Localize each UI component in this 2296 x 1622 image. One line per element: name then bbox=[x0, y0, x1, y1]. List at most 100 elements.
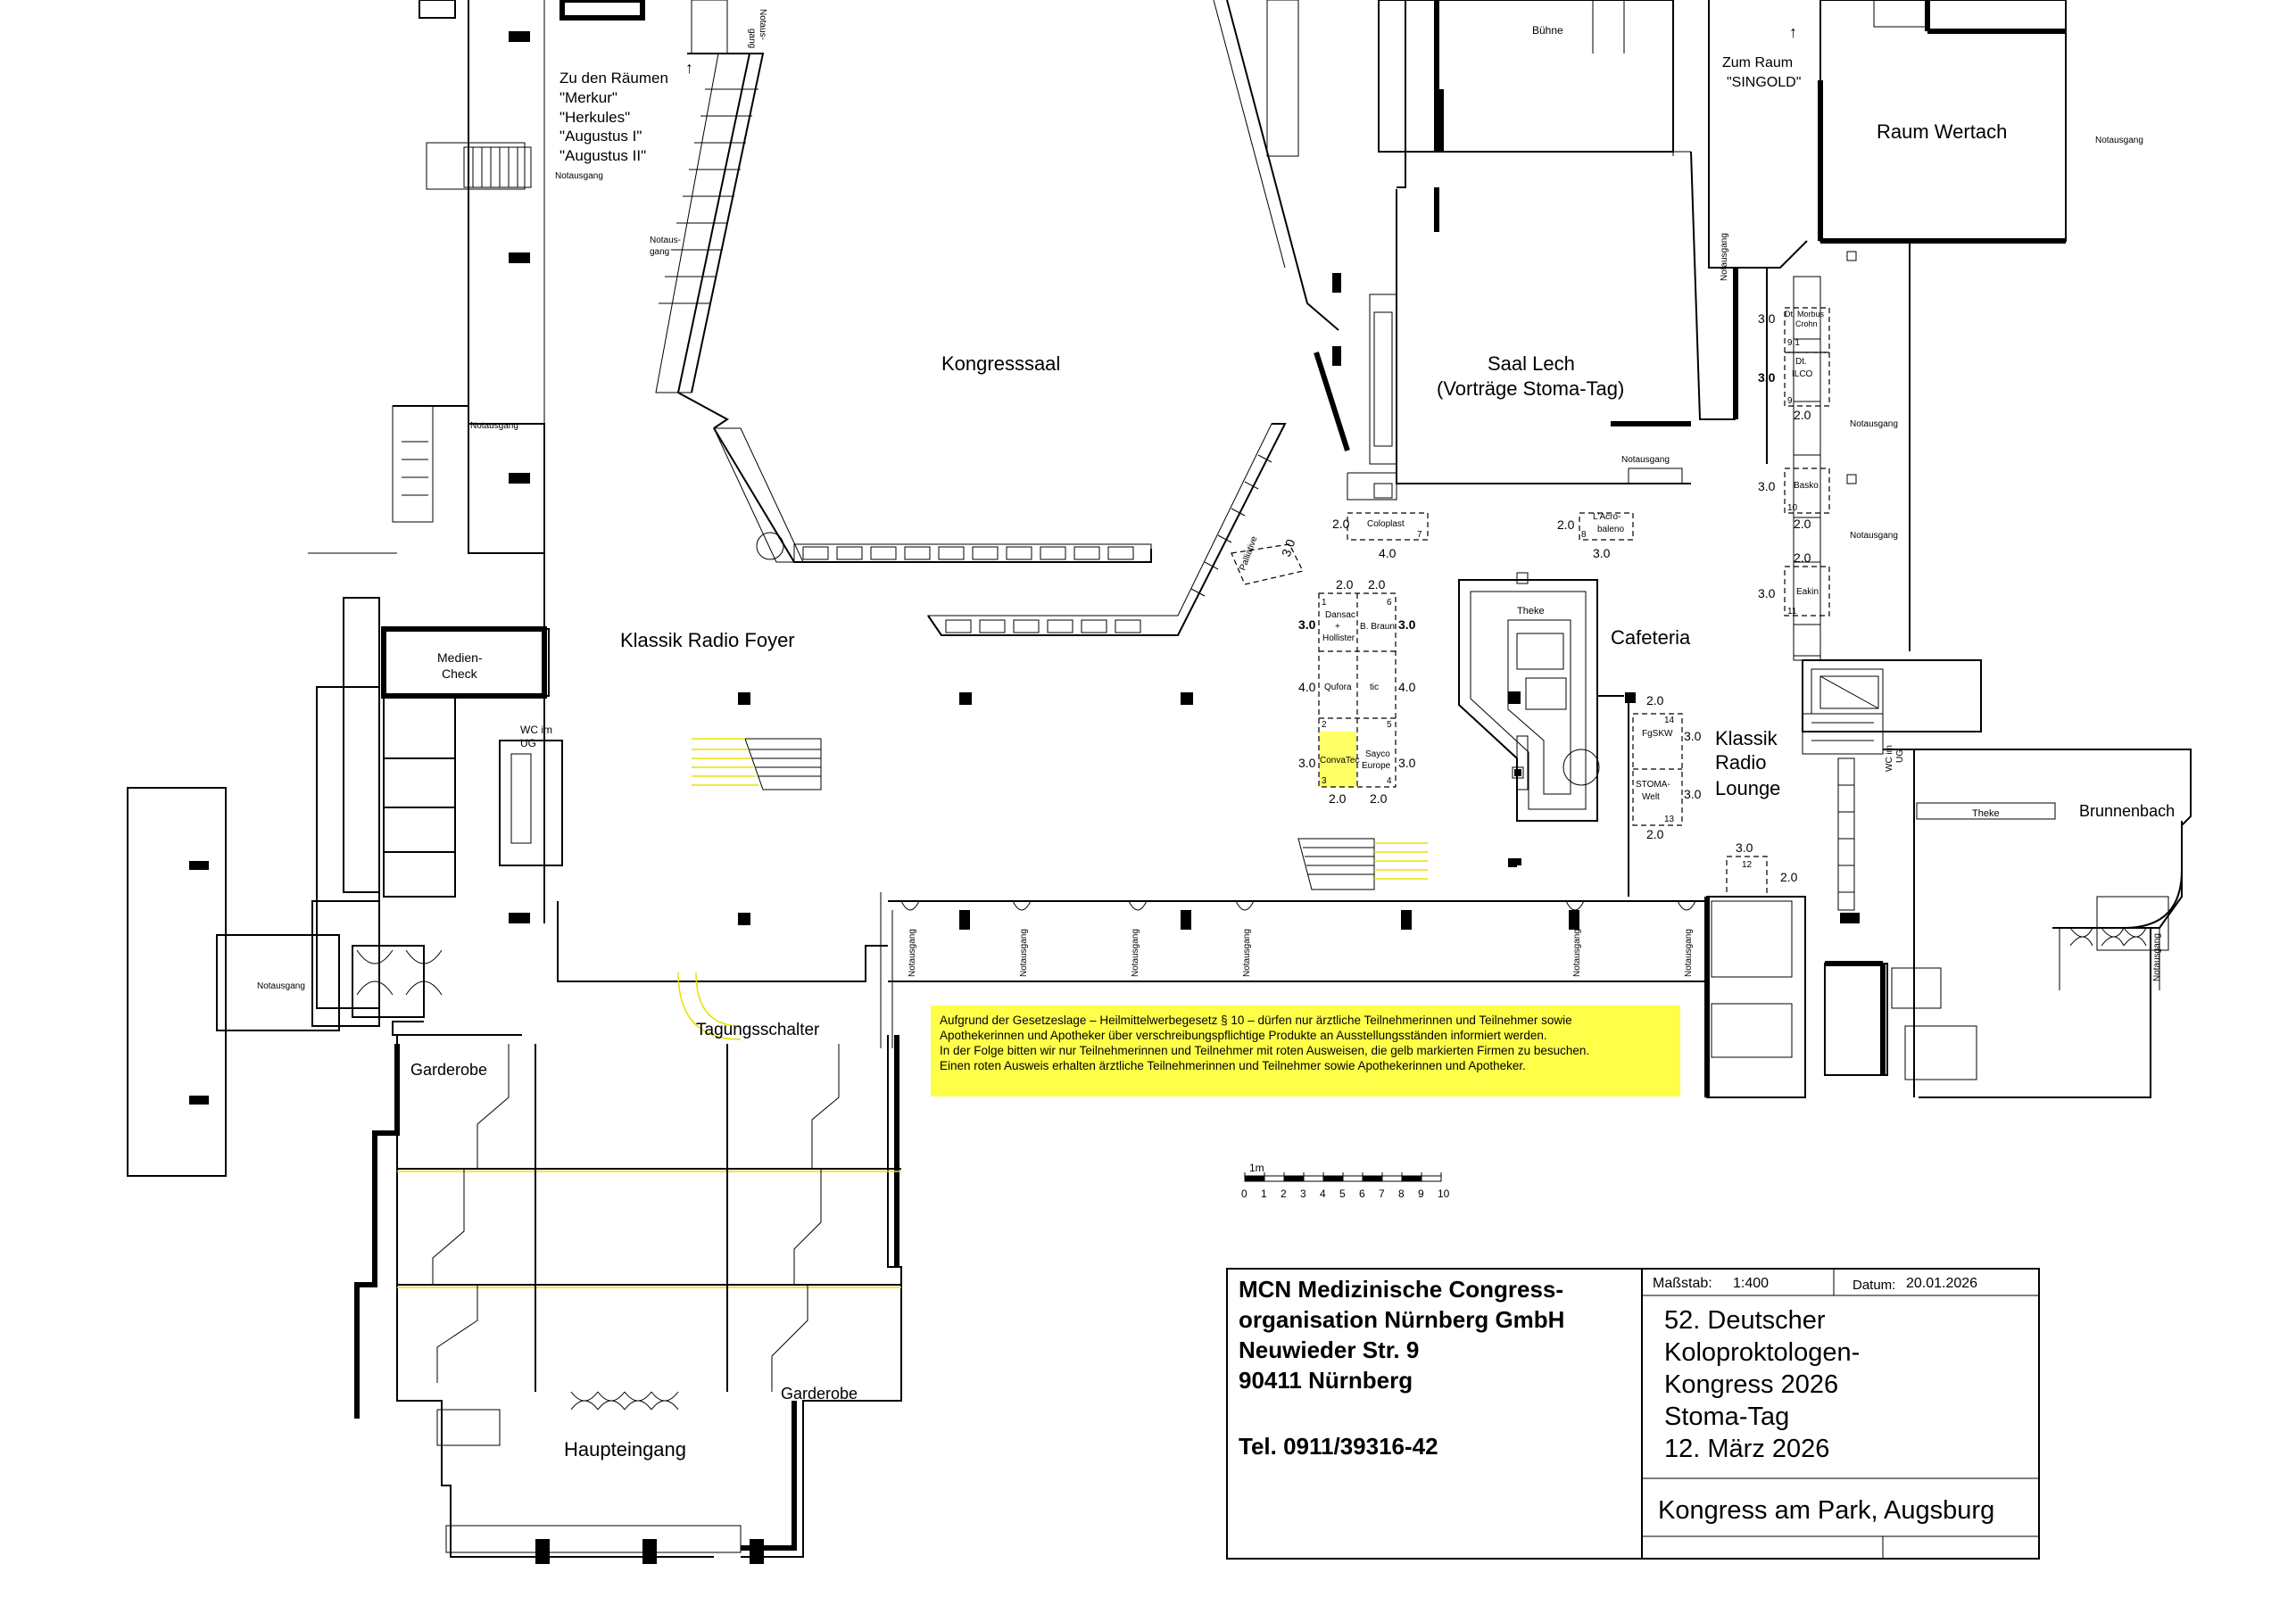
dim: 3.0 bbox=[1758, 370, 1776, 385]
booth-dt-ilco-1: Dt. bbox=[1795, 357, 1807, 367]
dim: 2.0 bbox=[1646, 693, 1664, 708]
scale-tick-label: 4 bbox=[1320, 1188, 1326, 1200]
booth-stoma-welt-1: STOMA- bbox=[1636, 780, 1670, 790]
label-theke-cafeteria: Theke bbox=[1517, 606, 1545, 617]
label-klassik-radio-foyer: Klassik Radio Foyer bbox=[620, 629, 795, 651]
title-block-venue: Kongress am Park, Augsburg bbox=[1658, 1496, 1995, 1525]
building-walls bbox=[127, 0, 1521, 1177]
booth-dt-ilco-2: ILCO bbox=[1792, 369, 1813, 379]
booth-number: 13 bbox=[1664, 815, 1675, 824]
dim: 3.0 bbox=[1279, 537, 1298, 559]
title-block-phone: Tel. 0911/39316-42 bbox=[1239, 1433, 1438, 1460]
scale-tick-label: 5 bbox=[1339, 1188, 1346, 1200]
dim: 3.0 bbox=[1398, 756, 1416, 770]
notausgang-v8: Notausgang bbox=[2152, 933, 2162, 981]
booth-number: 4 bbox=[1387, 776, 1392, 786]
dim: 2.0 bbox=[1794, 408, 1811, 422]
booth-acrobaleno-1: L'Acro- bbox=[1593, 512, 1620, 522]
dim: 2.0 bbox=[1336, 577, 1354, 592]
scale-tick-label: 8 bbox=[1398, 1188, 1405, 1200]
booth-number: 5 bbox=[1387, 720, 1392, 730]
booth-eakin: Eakin bbox=[1796, 587, 1819, 597]
zum-raum-1: Zum Raum bbox=[1722, 55, 1793, 70]
dim: 3.0 bbox=[1298, 617, 1316, 632]
booth-convatec: ConvaTec bbox=[1320, 756, 1359, 765]
booth-qufora: Qufora bbox=[1324, 683, 1352, 692]
dimension-labels: 2.0 4.0 2.0 3.0 3.0 2.0 2.0 3.0 3.0 4.0 … bbox=[1279, 311, 1811, 884]
title-block-company: MCN Medizinische Congress- organisation … bbox=[1239, 1274, 1631, 1395]
zu-den-raeumen-3: "Herkules" bbox=[559, 109, 630, 126]
date-label: Datum: bbox=[1853, 1278, 1896, 1293]
booth-number: 12 bbox=[1742, 860, 1753, 870]
dim: 2.0 bbox=[1794, 550, 1811, 565]
notausgang-split-b1: Notaus- bbox=[758, 9, 767, 40]
booth-dansac-1: Dansac bbox=[1325, 610, 1355, 620]
label-wc-ug-right: WC im bbox=[1885, 745, 1894, 772]
notausgang-4: Notausgang bbox=[1621, 455, 1670, 465]
direction-notes: Zu den Räumen "Merkur" "Herkules" "Augus… bbox=[559, 23, 1801, 164]
booth-dansac-3: Hollister bbox=[1322, 633, 1355, 643]
booth-number: 1 bbox=[1322, 598, 1327, 608]
zu-den-raeumen-2: "Merkur" bbox=[559, 89, 618, 106]
dim: 2.0 bbox=[1780, 870, 1798, 884]
label-klassik-radio-lounge-3: Lounge bbox=[1715, 777, 1780, 799]
booth-b-braun: B. Braun bbox=[1360, 622, 1395, 632]
label-garderobe-left: Garderobe bbox=[410, 1061, 487, 1079]
dim: 2.0 bbox=[1329, 791, 1347, 806]
booth-number: 2 bbox=[1322, 720, 1327, 730]
scale-value: 1:400 bbox=[1733, 1276, 1770, 1291]
event-line-5: 12. März 2026 bbox=[1664, 1435, 1830, 1463]
notausgang-v4: Notausgang bbox=[1242, 929, 1252, 977]
notausgang-v7: Notausgang bbox=[1720, 233, 1729, 281]
booth-dt-morbus-2: Crohn bbox=[1795, 319, 1818, 328]
notausgang-2: Notausgang bbox=[470, 421, 518, 431]
notausgang-v2: Notausgang bbox=[1019, 929, 1029, 977]
lounge-walls bbox=[1704, 659, 2192, 1098]
date-value: 20.01.2026 bbox=[1906, 1276, 1978, 1291]
cafeteria-walls bbox=[1458, 572, 1636, 897]
notausgang-7: Notausgang bbox=[1850, 531, 1898, 541]
notausgang-v6: Notausgang bbox=[1684, 929, 1694, 977]
scale-tick-label: 9 bbox=[1418, 1188, 1424, 1200]
zu-den-raeumen-4: "Augustus I" bbox=[559, 128, 642, 145]
title-block-event: 52. Deutscher Koloproktologen- Kongress … bbox=[1664, 1304, 2012, 1465]
zu-den-raeumen-1: Zu den Räumen bbox=[559, 70, 668, 87]
kongresssaal-walls bbox=[655, 0, 1350, 636]
scale-tick-label: 0 bbox=[1241, 1188, 1247, 1200]
label-haupteingang: Haupteingang bbox=[564, 1438, 686, 1461]
scale-tick-label: 6 bbox=[1359, 1188, 1365, 1200]
label-tagungsschalter: Tagungsschalter bbox=[696, 1021, 820, 1039]
notice-line-4: Einen roten Ausweis erhalten ärztliche T… bbox=[940, 1059, 1526, 1072]
label-buehne: Bühne bbox=[1532, 24, 1563, 37]
scale-tick-label: 7 bbox=[1379, 1188, 1385, 1200]
lower-corridor bbox=[880, 892, 1707, 1048]
booth-coloplast: Coloplast bbox=[1367, 519, 1405, 529]
scale-label: Maßstab: bbox=[1653, 1276, 1712, 1291]
event-line-1: 52. Deutscher bbox=[1664, 1306, 1826, 1335]
label-saal-lech: Saal Lech bbox=[1488, 352, 1575, 375]
booth-number: 14 bbox=[1664, 716, 1675, 725]
dim: 4.0 bbox=[1379, 546, 1397, 560]
booth-dt-morbus-1: Dt. Morbus bbox=[1785, 310, 1825, 319]
label-saal-lech-sub: (Vorträge Stoma-Tag) bbox=[1437, 377, 1624, 400]
scale-tick-label: 3 bbox=[1300, 1188, 1306, 1200]
entrance-walls bbox=[354, 949, 902, 1564]
dim: 3.0 bbox=[1684, 729, 1702, 743]
label-theke-lounge: Theke bbox=[1972, 808, 2000, 819]
booth-number: 9.1 bbox=[1787, 338, 1800, 348]
booth-number: 3 bbox=[1322, 776, 1327, 786]
booth-number: 9 bbox=[1787, 396, 1793, 406]
notausgang-1: Notausgang bbox=[555, 171, 603, 181]
booths bbox=[1231, 307, 1830, 898]
booth-acrobaleno-2: baleno bbox=[1597, 525, 1624, 534]
label-garderobe-right: Garderobe bbox=[781, 1385, 858, 1403]
event-line-3: Kongress 2026 bbox=[1664, 1370, 1839, 1399]
booth-sayco-1: Sayco bbox=[1365, 749, 1390, 759]
dim: 3.0 bbox=[1398, 617, 1416, 632]
dim: 3.0 bbox=[1758, 586, 1776, 600]
emergency-exit-labels: Notausgang Notausgang Notausgang Notausg… bbox=[257, 9, 2162, 991]
label-cafeteria: Cafeteria bbox=[1611, 626, 1691, 649]
dim: 3.0 bbox=[1758, 311, 1776, 326]
label-medien-check-2: Check bbox=[442, 666, 478, 681]
